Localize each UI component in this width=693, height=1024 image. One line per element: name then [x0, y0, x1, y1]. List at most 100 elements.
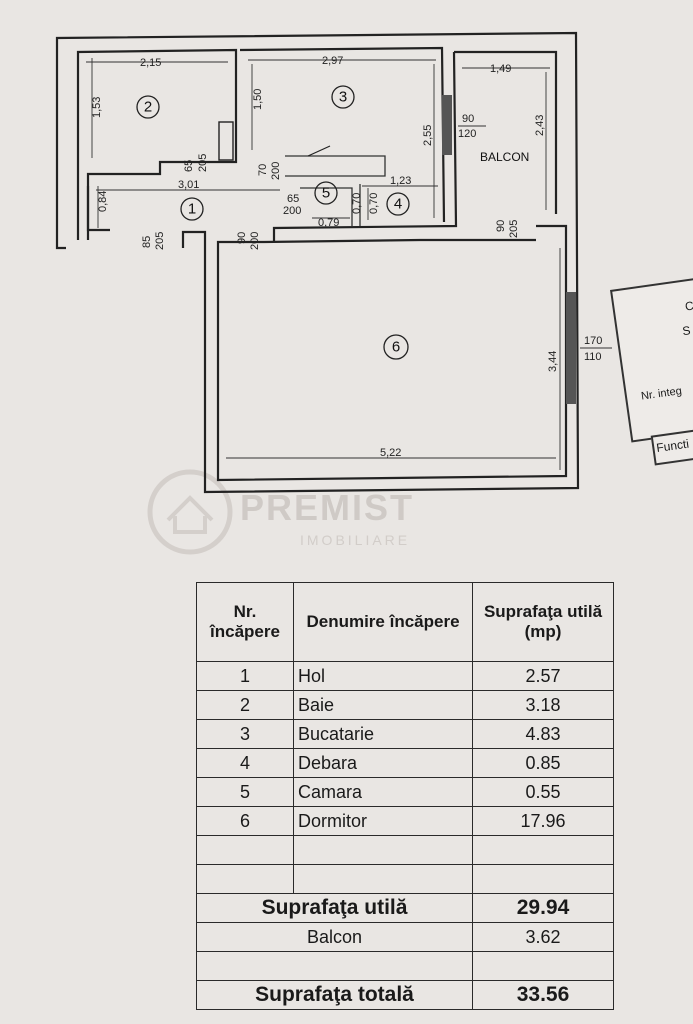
- door-balcon-h: 205: [508, 220, 520, 238]
- dim-hall-height: 0,84: [97, 191, 109, 212]
- total-area-row: Suprafaţa totală 33.56: [196, 980, 614, 1010]
- table-empty-row: [196, 835, 614, 865]
- row-area: 0.85: [472, 748, 614, 778]
- row-area: 2.57: [472, 661, 614, 691]
- table-row: 4 Debara 0.85: [196, 748, 614, 778]
- dimension-lines: [86, 58, 561, 470]
- balcony-row: Balcon 3.62: [196, 922, 614, 952]
- header-nr: Nr. încăpere: [196, 582, 294, 662]
- door-bed-h: 200: [249, 232, 261, 250]
- hall-wall-left: [86, 186, 110, 232]
- door-camara-h: 200: [283, 205, 301, 217]
- total-area-label: Suprafaţa totală: [196, 980, 473, 1010]
- dim-bedroom-height: 3,44: [547, 351, 559, 372]
- row-area: 0.55: [472, 777, 614, 807]
- row-name: Baie: [293, 690, 473, 720]
- watermark-subtext: IMOBILIARE: [300, 532, 410, 548]
- room-5-circle: [314, 181, 338, 205]
- kitchen-fixture: [307, 145, 331, 157]
- window-bedroom: [566, 292, 576, 404]
- room-6-number: 6: [392, 339, 400, 356]
- row-area: 17.96: [472, 806, 614, 836]
- door-bath-h: 205: [197, 154, 209, 172]
- dim-room3-height: 1,50: [252, 89, 264, 110]
- dimension-labels: 2,15 1,53 2,97 1,50 2,55 1,49 2,43 3,01 …: [91, 55, 559, 459]
- dim-room4-height: 0,70: [368, 193, 380, 214]
- row-name: Hol: [293, 661, 473, 691]
- bath-fixture: [218, 121, 234, 161]
- house-icon: [166, 495, 214, 534]
- balcony-area-label: Balcon: [196, 922, 473, 952]
- room-3-number: 3: [339, 89, 347, 106]
- rooms-table: Nr. încăpere Denumire încăpere Suprafaţa…: [196, 582, 614, 1010]
- row-nr: 2: [196, 690, 294, 720]
- door-entry-h: 205: [154, 232, 166, 250]
- table-row: 6 Dormitor 17.96: [196, 806, 614, 836]
- floor-plan: PREMIST IMOBILIARE: [55, 31, 612, 555]
- watermark-logo: [147, 469, 233, 555]
- window-kitchen-w: 90: [462, 113, 474, 125]
- bedroom-top-wall: [263, 238, 536, 244]
- dim-balcony-height: 2,43: [534, 115, 546, 136]
- pantry-wall: [272, 51, 458, 242]
- room-6-circle: [383, 334, 409, 360]
- row-name: Camara: [293, 777, 473, 807]
- table-row: 1 Hol 2.57: [196, 661, 614, 691]
- room-2-number: 2: [144, 99, 152, 116]
- dim-room5-height: 0,70: [351, 193, 363, 214]
- dim-room3-width: 2,97: [322, 55, 343, 67]
- watermark-text: PREMIST: [240, 487, 414, 528]
- useful-area-value: 29.94: [472, 893, 614, 923]
- dim-kitchen-right: 2,55: [422, 125, 434, 146]
- door-annotations: 65 205 70 200 65 200 85 205 90 200 90 20…: [141, 113, 612, 363]
- door-kitchen-h: 200: [270, 162, 282, 180]
- useful-area-row: Suprafaţa utilă 29.94: [196, 893, 614, 923]
- balcony-area-value: 3.62: [472, 922, 614, 952]
- useful-area-label: Suprafaţa utilă: [196, 893, 473, 923]
- balcony-wall: [454, 50, 558, 214]
- walls: [55, 31, 580, 494]
- header-area: Suprafaţa utilă (mp): [472, 582, 614, 662]
- kitchen-counter: [285, 155, 386, 177]
- table-row: 5 Camara 0.55: [196, 777, 614, 807]
- row-name: Dormitor: [293, 806, 473, 836]
- door-balcon-w: 90: [495, 220, 507, 232]
- window-kitchen: [442, 95, 452, 155]
- row-nr: 1: [196, 661, 294, 691]
- room-3-circle: [331, 85, 355, 109]
- stamp-text-c: C: [684, 298, 693, 314]
- window-bed-w: 170: [584, 335, 602, 347]
- bathroom-wall: [76, 48, 238, 240]
- watermark: PREMIST IMOBILIARE: [147, 469, 414, 555]
- room-5-number: 5: [322, 185, 330, 202]
- table-header-row: Nr. încăpere Denumire încăpere Suprafaţa…: [196, 582, 614, 662]
- dim-balcony-width: 1,49: [490, 63, 511, 75]
- header-name: Denumire încăpere: [293, 582, 473, 662]
- row-name: Bucatarie: [293, 719, 473, 749]
- door-entry-w: 85: [141, 236, 153, 248]
- room-4-number: 4: [394, 196, 402, 213]
- outer-wall: [55, 31, 580, 494]
- row-area: 3.18: [472, 690, 614, 720]
- row-name: Debara: [293, 748, 473, 778]
- dim-bedroom-width: 5,22: [380, 447, 401, 459]
- room-1-number: 1: [188, 201, 196, 218]
- table-row: 2 Baie 3.18: [196, 690, 614, 720]
- dim-hall-width: 3,01: [178, 179, 199, 191]
- balcony-label: BALCON: [480, 150, 529, 164]
- kitchen-wall: [239, 46, 446, 223]
- row-area: 4.83: [472, 719, 614, 749]
- row-nr: 3: [196, 719, 294, 749]
- room-4-circle: [386, 192, 410, 216]
- row-nr: 6: [196, 806, 294, 836]
- row-nr: 5: [196, 777, 294, 807]
- table-row: 3 Bucatarie 4.83: [196, 719, 614, 749]
- table-empty-row: [196, 864, 614, 894]
- room-numbers: 2 3 1 5 4 6 BALCON: [136, 85, 529, 360]
- camara-wall: [300, 187, 353, 226]
- room-2-circle: [136, 95, 160, 119]
- door-bed-w: 90: [236, 232, 248, 244]
- window-kitchen-h: 120: [458, 128, 476, 140]
- dim-room2-height: 1,53: [91, 97, 103, 118]
- row-nr: 4: [196, 748, 294, 778]
